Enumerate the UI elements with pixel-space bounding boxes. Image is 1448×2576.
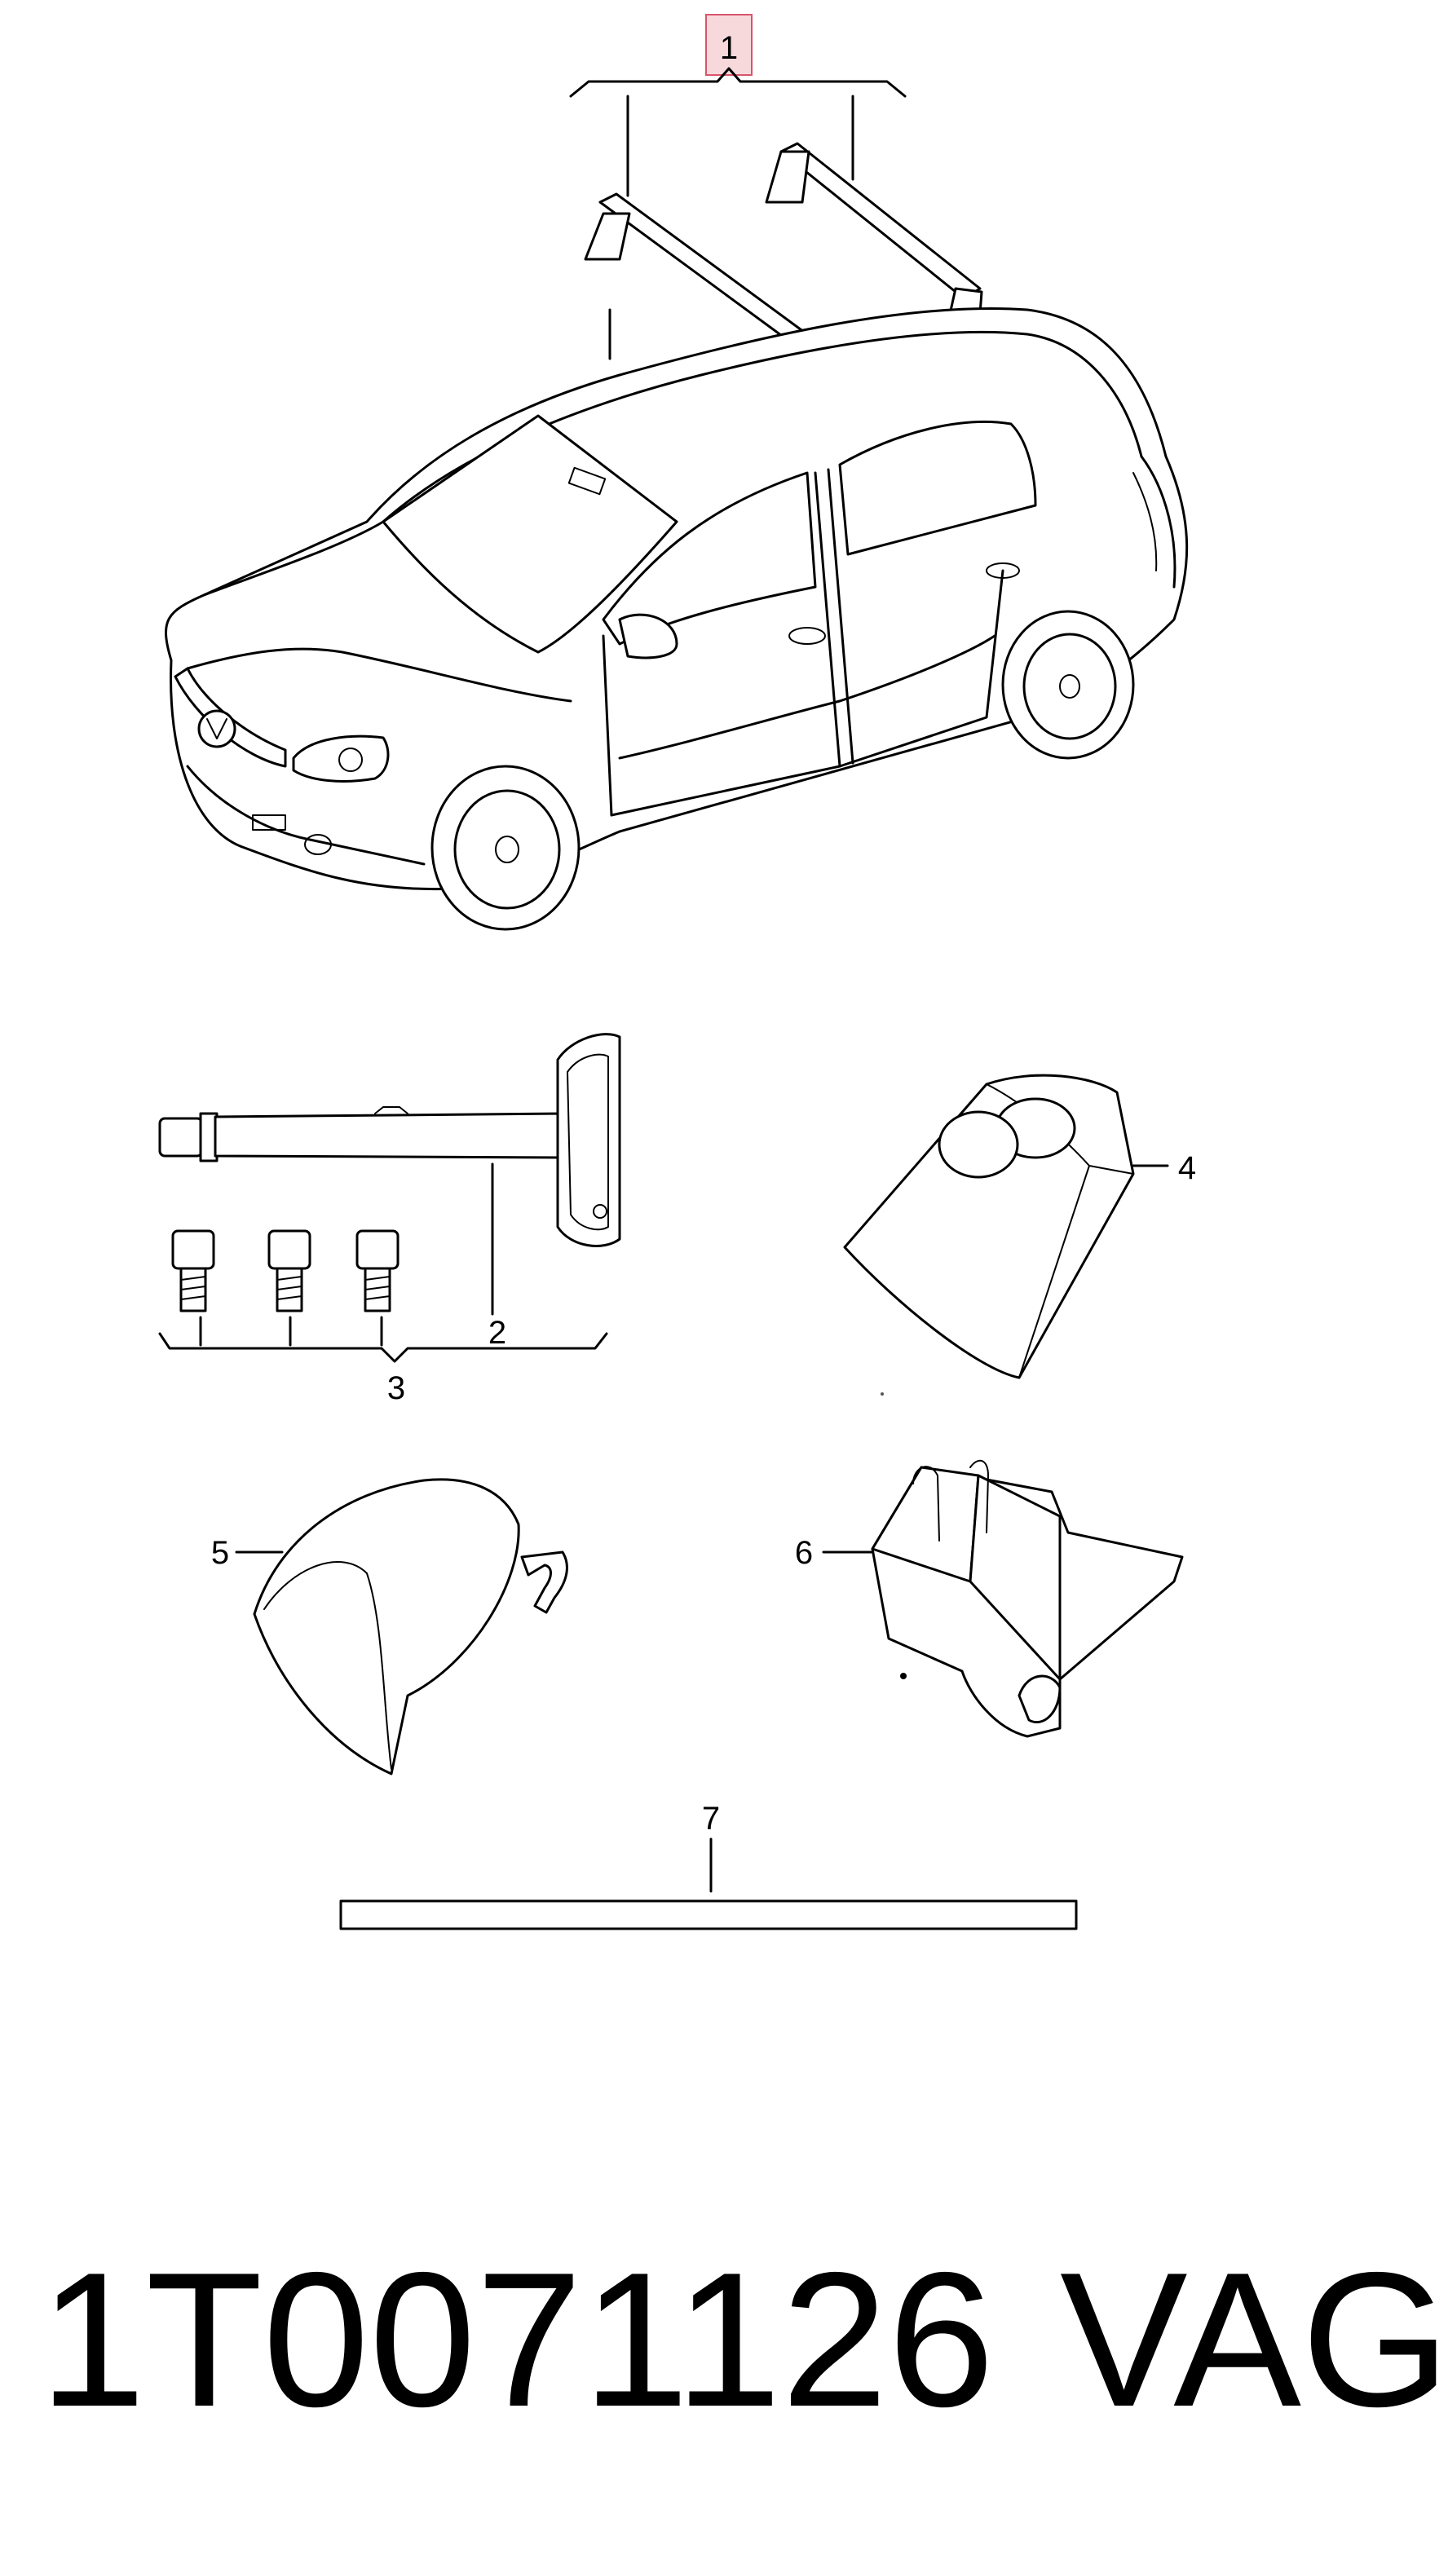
callout-1-label: 1 bbox=[720, 30, 738, 66]
callout-1-highlight[interactable] bbox=[705, 14, 753, 76]
callout-1-bracket bbox=[569, 67, 907, 98]
callout-3-label: 3 bbox=[387, 1370, 405, 1406]
item-2-key: 2 bbox=[158, 1033, 621, 1351]
item-4-end-cover: 4 bbox=[843, 1074, 1196, 1379]
callout-7-label: 7 bbox=[702, 1801, 720, 1837]
item-7-strip: 7 bbox=[339, 1801, 1078, 1930]
callout-5-label: 5 bbox=[211, 1535, 229, 1571]
caption-row: 1T0071126 VAG bbox=[0, 2234, 1448, 2446]
item-5-end-cap: 5 bbox=[211, 1478, 568, 1775]
callout-4-label: 4 bbox=[1178, 1150, 1196, 1186]
item-6-foot: 6 bbox=[795, 1459, 1184, 1738]
part-number-text: 1T0071126 bbox=[39, 2232, 995, 2446]
car-illustration bbox=[165, 307, 1189, 931]
callout-6-label: 6 bbox=[795, 1535, 813, 1571]
callout-2-label: 2 bbox=[488, 1315, 506, 1351]
parts-diagram: 1 bbox=[158, 14, 1196, 1930]
item-3-bolts: 3 bbox=[158, 1229, 608, 1406]
brand-text: VAG bbox=[1060, 2232, 1448, 2446]
